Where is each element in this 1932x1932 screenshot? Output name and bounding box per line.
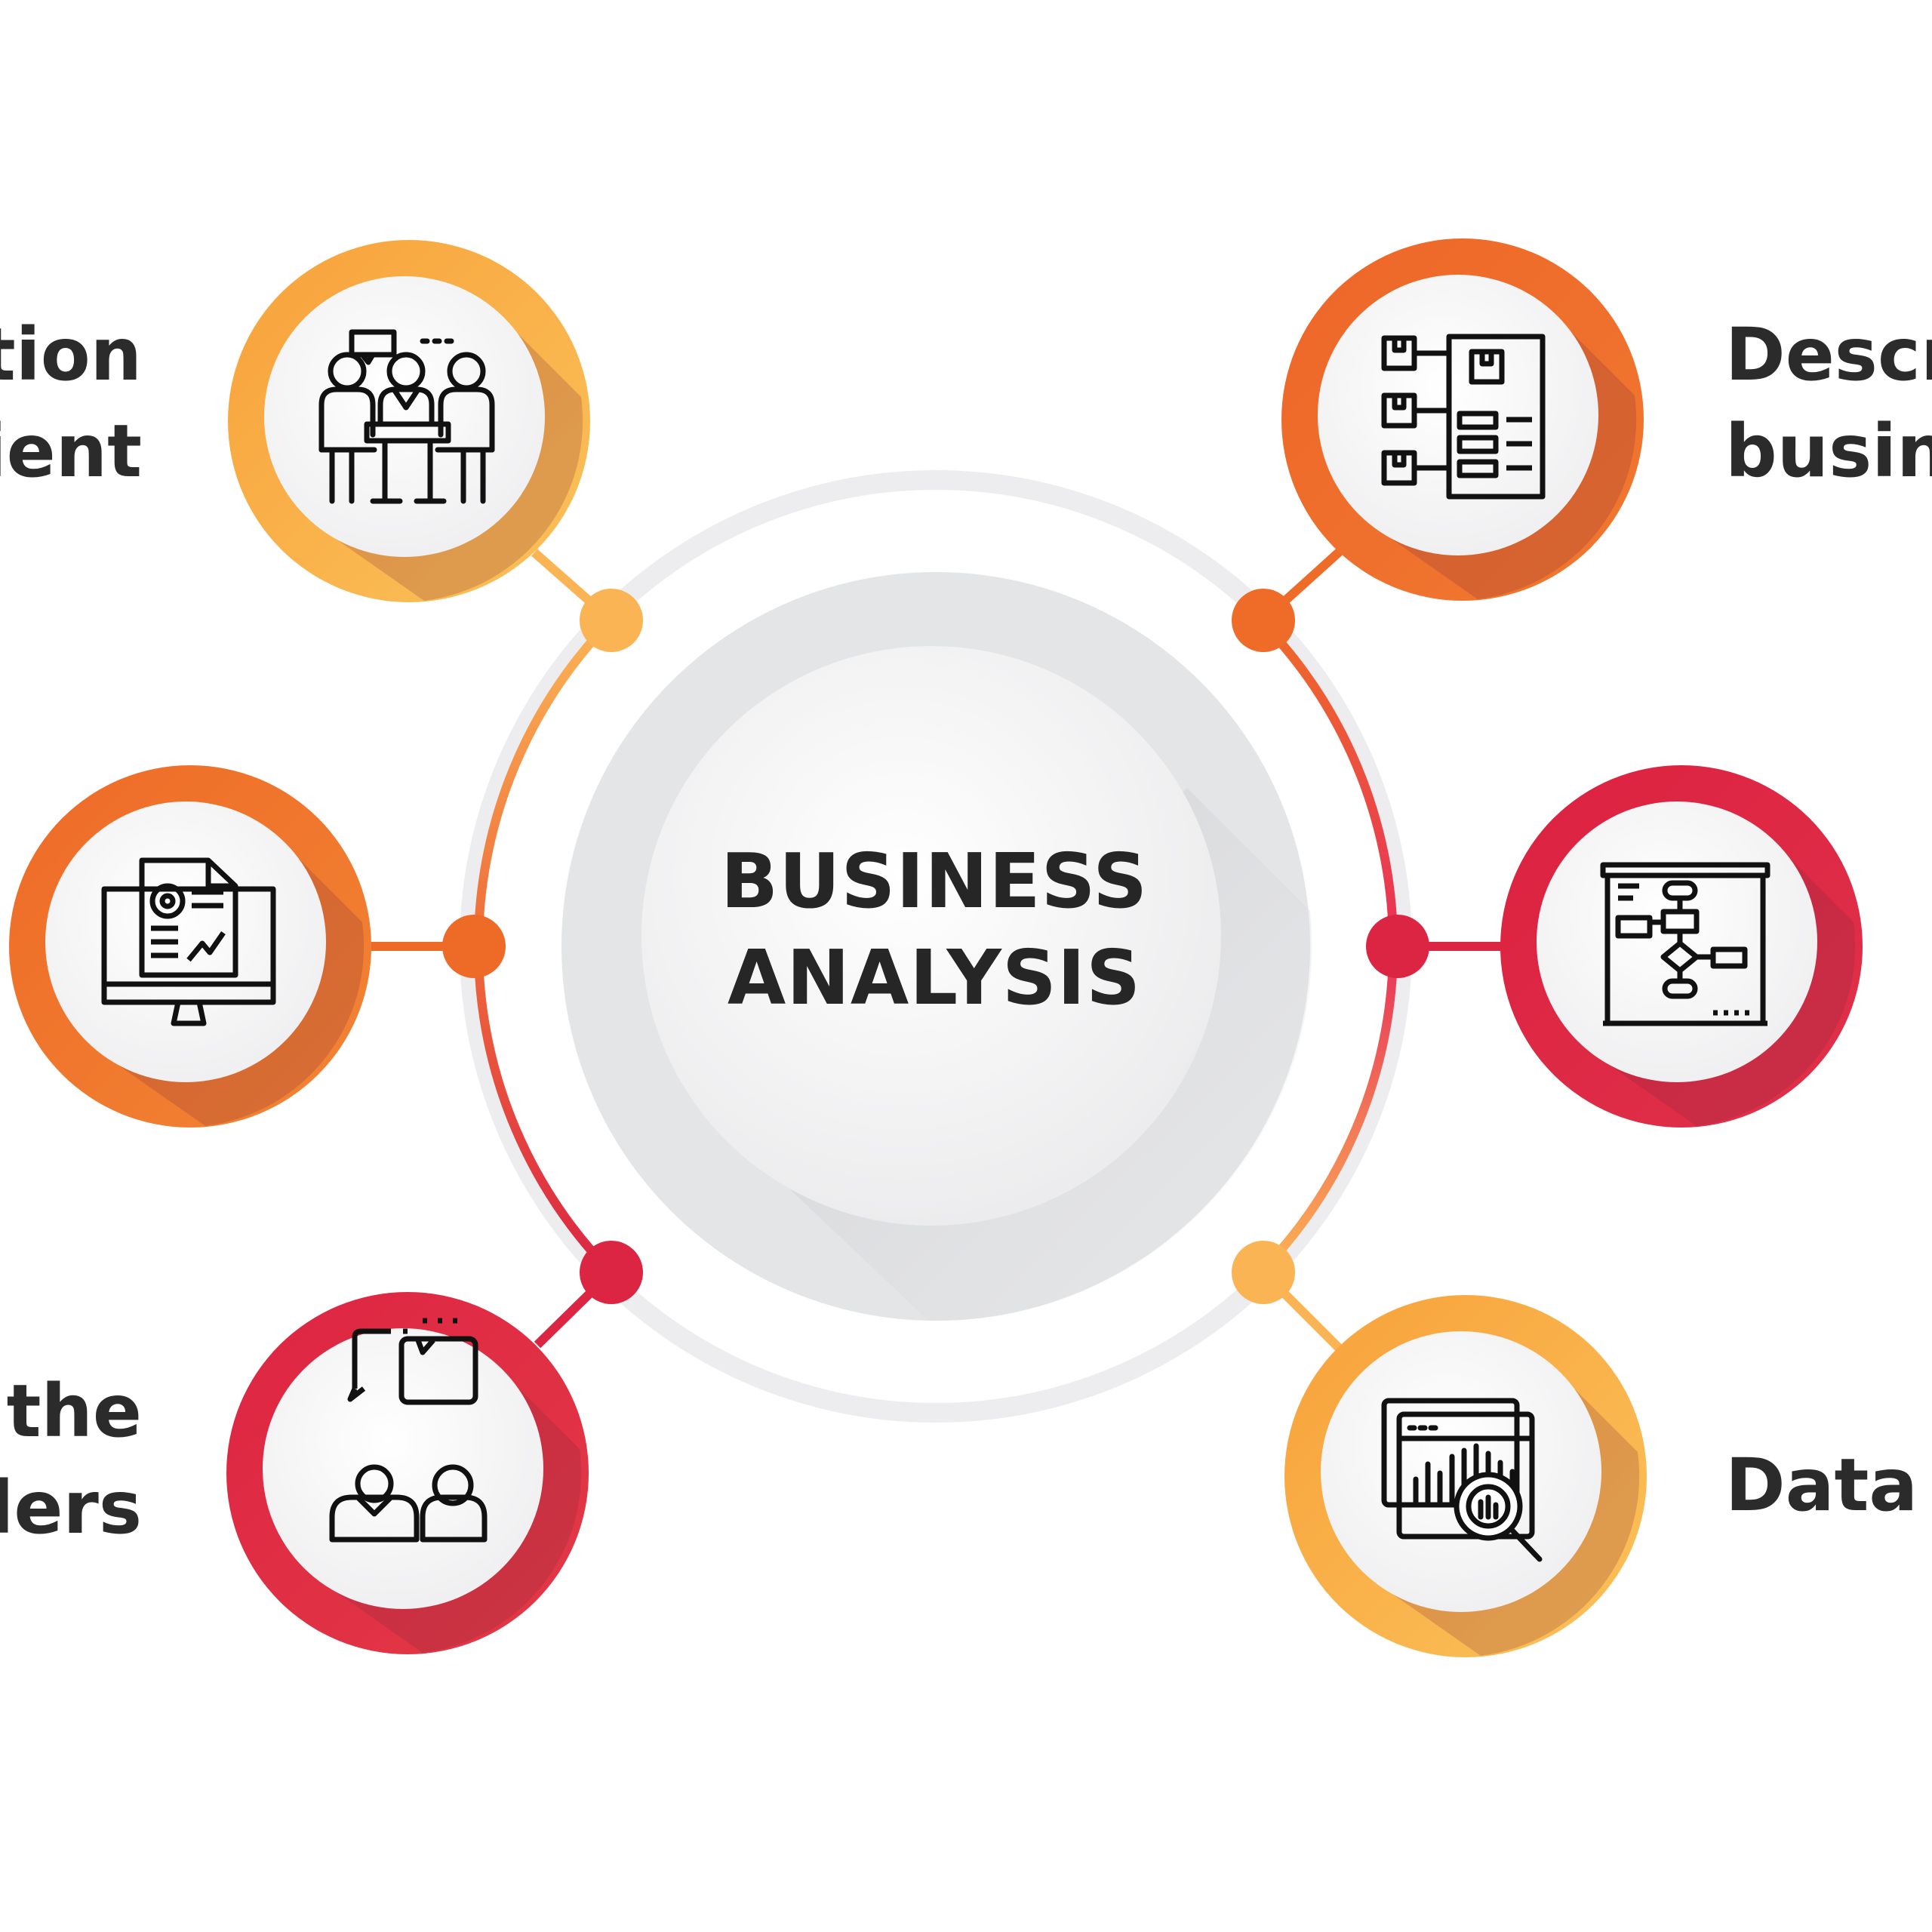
label-bottom-right-line-1: Data a — [1725, 1443, 1932, 1527]
node-disc — [1321, 1331, 1601, 1612]
center-title: BUSINESS ANALYSIS — [648, 833, 1221, 1026]
center-title-line-2: ANALYSIS — [727, 934, 1142, 1022]
node-disc — [264, 276, 545, 557]
kanban-board-icon — [1381, 334, 1546, 500]
chat-people-icon — [329, 1318, 488, 1543]
node-top-left — [228, 240, 590, 602]
label-top-left-line-2: ient — [0, 409, 142, 494]
node-disc — [1537, 801, 1817, 1082]
label-top-right: Descr busine — [1725, 306, 1932, 500]
node-bottom-left — [226, 1292, 589, 1654]
label-bottom-left: ; the ders — [0, 1363, 142, 1556]
data-search-icon — [1381, 1398, 1543, 1562]
junction-dots — [442, 589, 1429, 1304]
label-bottom-left-line-1: ; the — [0, 1369, 142, 1454]
center-title-line-1: BUSINESS — [720, 837, 1149, 925]
inner-circle — [641, 646, 1221, 1226]
label-bottom-right: Data a — [1725, 1437, 1932, 1534]
node-middle-left — [9, 765, 371, 1128]
flowchart-icon — [1600, 862, 1770, 1026]
label-top-left: tion ient — [0, 306, 142, 500]
label-top-left-line-1: tion — [0, 312, 142, 397]
meeting-icon — [318, 329, 495, 504]
label-top-right-line-1: Descr — [1725, 312, 1932, 397]
label-bottom-left-line-2: ders — [0, 1466, 142, 1550]
label-top-right-line-2: busine — [1725, 409, 1932, 494]
node-disc — [45, 801, 326, 1082]
node-top-right — [1281, 238, 1644, 601]
monitor-report-icon — [101, 857, 276, 1026]
